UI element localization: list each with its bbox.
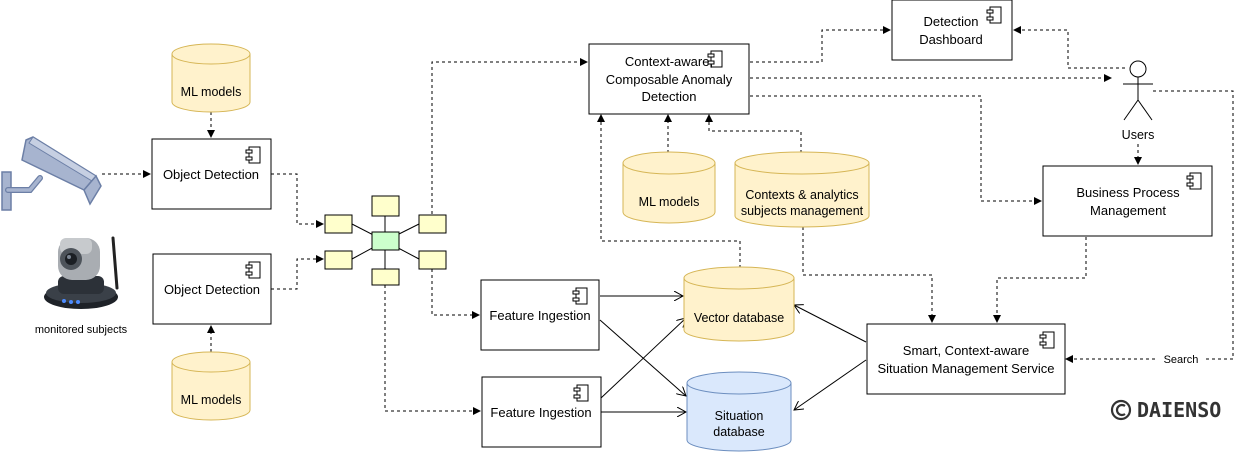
feature-ingestion-1-label: Feature Ingestion <box>489 308 590 323</box>
users-label: Users <box>1122 128 1155 142</box>
situation-db-label-line1: Situation <box>715 409 764 423</box>
edge-contexts-to-situation-service <box>802 227 936 323</box>
business-process-label-line1: Business Process <box>1076 185 1180 200</box>
component-detection-dashboard: Detection Dashboard <box>891 0 1013 61</box>
edges <box>102 26 1234 415</box>
hub-node-right-bottom <box>418 250 447 270</box>
component-feature-ingestion-1: Feature Ingestion <box>480 279 600 351</box>
contexts-label-line1: Contexts & analytics <box>745 188 858 202</box>
vector-db-label: Vector database <box>694 311 784 325</box>
edge-hub-to-feature-ingestion-1 <box>431 269 480 319</box>
edge-vector-db-to-anomaly-detection <box>597 114 741 268</box>
copyright-icon <box>1110 399 1132 421</box>
edge-contexts-to-anomaly-detection <box>705 114 802 153</box>
dashboard-label-line2: Dashboard <box>919 32 983 47</box>
situation-service-label-line1: Smart, Context-aware <box>903 343 1029 358</box>
edge-hub-to-anomaly-detection <box>431 58 588 214</box>
anomaly-detection-label-line2: Composable Anomaly <box>606 72 733 87</box>
component-anomaly-detection: Context-aware, Composable Anomaly Detect… <box>588 43 750 115</box>
hub-node-left-bottom <box>324 250 353 270</box>
component-object-detection-2: Object Detection <box>152 253 272 325</box>
ml-models-bottom-label: ML models <box>181 393 242 407</box>
anomaly-detection-label-line1: Context-aware, <box>625 54 713 69</box>
object-detection-2-label: Object Detection <box>164 282 260 297</box>
ml-models-mid-label: ML models <box>639 195 700 209</box>
component-business-process: Business Process Management <box>1042 165 1213 237</box>
ptz-camera-icon <box>44 236 119 309</box>
brand-name: DAIENSO <box>1137 398 1221 422</box>
edge-hub-to-feature-ingestion-2 <box>384 285 481 415</box>
edge-detection-1-to-hub <box>271 173 324 228</box>
edge-anomaly-to-dashboard <box>750 26 891 63</box>
surveillance-camera-icon <box>1 136 102 211</box>
feature-ingestion-2-label: Feature Ingestion <box>490 405 591 420</box>
object-detection-1-label: Object Detection <box>163 167 259 182</box>
ml-models-top-label: ML models <box>181 85 242 99</box>
hub-node-top <box>371 195 400 217</box>
hub-node-left-top <box>324 214 353 234</box>
component-situation-service: Smart, Context-aware Situation Managemen… <box>866 323 1066 395</box>
anomaly-detection-label-line3: Detection <box>642 89 697 104</box>
hub-center-node <box>371 231 400 251</box>
message-hub <box>324 195 447 286</box>
users-actor-icon <box>1123 60 1153 121</box>
business-process-label-line2: Management <box>1090 203 1166 218</box>
edge-users-to-dashboard <box>1013 26 1125 69</box>
datastore-ml-models-bottom: ML models <box>171 351 251 421</box>
datastore-situation-db: Situation database <box>686 371 792 452</box>
datastore-contexts: Contexts & analytics subjects management <box>734 151 870 228</box>
edge-situation-service-to-vector-db <box>794 305 867 343</box>
brand-logo: DAIENSO <box>1110 398 1221 422</box>
edge-anomaly-to-business-process <box>750 95 1042 205</box>
situation-db-label-line2: database <box>713 425 764 439</box>
edge-label-search: Search <box>1164 354 1199 366</box>
search-label-bg <box>1158 352 1204 366</box>
component-object-detection-1: Object Detection <box>151 138 272 210</box>
edge-detection-2-to-hub <box>271 255 324 290</box>
hub-node-right-top <box>418 214 447 234</box>
contexts-label-line2: subjects management <box>741 204 864 218</box>
datastore-ml-models-top: ML models <box>171 43 251 113</box>
edge-business-process-to-situation-service <box>993 237 1087 323</box>
edge-situation-service-to-situation-db <box>794 359 867 410</box>
edge-ingestion-2-to-vector-db <box>600 318 686 399</box>
hub-node-bottom <box>371 268 400 286</box>
datastore-ml-models-mid: ML models <box>622 151 716 224</box>
component-feature-ingestion-2: Feature Ingestion <box>481 376 602 448</box>
datastore-vector-db: Vector database <box>683 266 795 342</box>
dashboard-label-line1: Detection <box>924 14 979 29</box>
situation-service-label-line2: Situation Management Service <box>877 361 1054 376</box>
monitored-subjects-label: monitored subjects <box>35 324 128 336</box>
